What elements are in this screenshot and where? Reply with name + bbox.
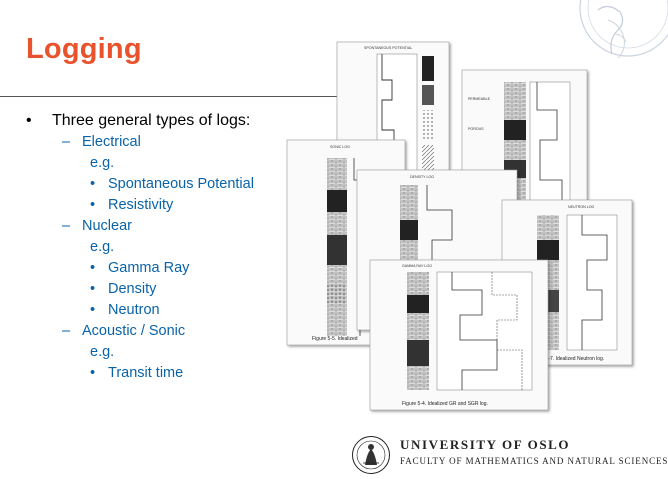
slide-title: Logging	[26, 33, 142, 65]
main-bullet-text: Three general types of logs:	[52, 112, 251, 129]
list-item: • Resistivity	[90, 197, 173, 213]
figure-note: POROUS	[468, 127, 484, 131]
list-item-text: Neutron	[108, 302, 160, 318]
eg-label: e.g.	[90, 155, 115, 171]
bullet-dot: •	[26, 112, 32, 129]
list-item: • Neutron	[90, 302, 160, 318]
bullet-dot: •	[90, 365, 96, 381]
title-divider	[0, 96, 358, 97]
figure-note: PERMEABLE	[468, 97, 491, 101]
list-item: • Transit time	[90, 365, 183, 381]
gamma-ray-log-figure: GAMMA RAY LOG Figure 5-4. Idealized GR a…	[369, 259, 549, 411]
bullet-dot: •	[90, 302, 96, 318]
neutron-figure-title: NEUTRON LOG	[568, 205, 595, 209]
list-item: • Gamma Ray	[90, 260, 189, 276]
section-label: Nuclear	[82, 218, 132, 234]
section-label: Electrical	[82, 134, 141, 150]
dash: –	[62, 218, 71, 234]
list-item-text: Transit time	[108, 365, 184, 381]
dash: –	[62, 134, 71, 150]
university-name: UNIVERSITY OF OSLO	[400, 437, 571, 452]
gamma-figure-title: GAMMA RAY LOG	[402, 264, 432, 268]
dash: –	[62, 323, 71, 339]
list-item-text: Density	[108, 281, 157, 297]
gamma-figure-caption: Figure 5-4. Idealized GR and SGR log.	[402, 401, 488, 407]
sonic-figure-title: SONIC LOG	[330, 145, 350, 149]
section-acoustic: –Acoustic / Sonic	[62, 323, 185, 339]
section-nuclear: –Nuclear	[62, 218, 132, 234]
section-electrical: –Electrical	[62, 134, 141, 150]
bullet-dot: •	[90, 176, 96, 192]
neutron-figure-caption: Figure 5-7. Idealized Neutron log.	[530, 356, 604, 362]
density-figure-title: DENSITY LOG	[410, 175, 434, 179]
sp-figure-title: SPONTANEOUS POTENTIAL	[364, 46, 412, 50]
eg-label: e.g.	[90, 344, 115, 360]
sonic-figure-caption: Figure 5-5. Idealized	[312, 336, 358, 342]
eg-label: e.g.	[90, 239, 115, 255]
list-item-text: Resistivity	[108, 197, 174, 213]
list-item-text: Gamma Ray	[108, 260, 190, 276]
corner-seal-graphic	[579, 0, 668, 59]
section-label: Acoustic / Sonic	[82, 323, 186, 339]
bullet-dot: •	[90, 281, 96, 297]
list-item: • Density	[90, 281, 156, 297]
university-seal-logo	[352, 436, 390, 474]
log-figures-collage: SPONTANEOUS POTENTIAL PERMEABLE POROUS S…	[286, 41, 633, 411]
faculty-name: FACULTY OF MATHEMATICS AND NATURAL SCIEN…	[400, 456, 668, 466]
list-item-text: Spontaneous Potential	[108, 176, 254, 192]
bullet-dot: •	[90, 260, 96, 276]
bullet-dot: •	[90, 197, 96, 213]
list-item: • Spontaneous Potential	[90, 176, 254, 192]
